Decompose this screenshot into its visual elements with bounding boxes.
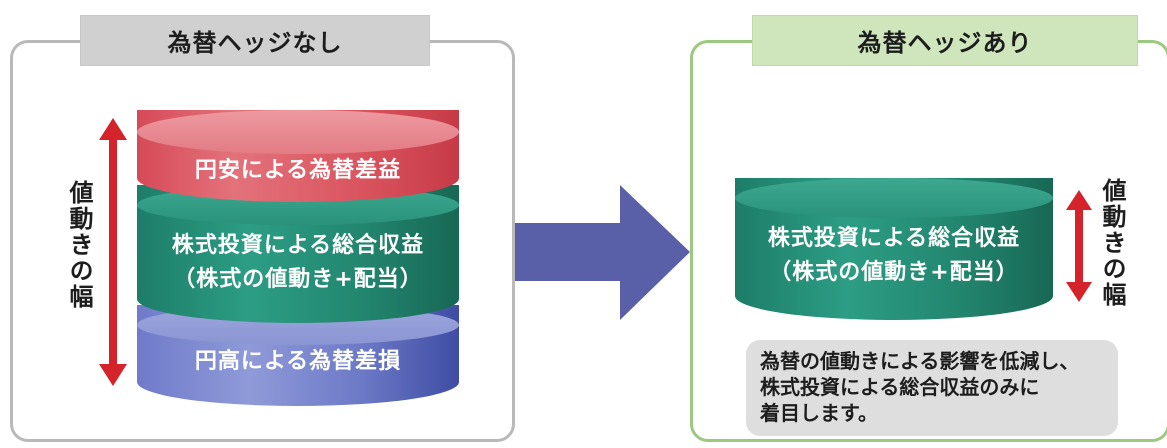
fx-gain-label: 円安による為替差益 — [194, 158, 402, 183]
range-arrow-left — [99, 118, 127, 386]
note-line: 株式投資による総合収益のみに — [760, 375, 1040, 399]
total-return-layer: 株式投資による総合収益 （株式の値動き+配当） — [137, 185, 459, 323]
no-hedge-title: 為替ヘッジなし — [80, 15, 430, 66]
range-label-right: 値動きの幅 — [1098, 178, 1126, 308]
total-return-label: 株式投資による総合収益 — [171, 233, 425, 258]
total-return-sublabel: （株式の値動き+配当） — [173, 267, 423, 292]
range-label-left: 値動きの幅 — [65, 180, 93, 310]
fx-loss-label: 円高による為替差損 — [194, 349, 402, 374]
hedged-total-return-layer: 株式投資による総合収益 （株式の値動き+配当） — [735, 178, 1053, 320]
note-line: 着目します。 — [760, 401, 878, 425]
hedged-total-return-label: 株式投資による総合収益 — [767, 226, 1021, 251]
hedge-note: 為替の値動きによる影響を低減し、 株式投資による総合収益のみに 着目します。 — [746, 340, 1118, 436]
range-arrow-right — [1066, 190, 1092, 302]
transition-arrow-icon — [515, 185, 690, 320]
fx-gain-layer: 円安による為替差益 — [137, 110, 459, 202]
hedge-title: 為替ヘッジあり — [752, 15, 1138, 66]
note-line: 為替の値動きによる影響を低減し、 — [760, 349, 1080, 373]
hedged-total-return-sublabel: （株式の値動き+配当） — [769, 260, 1019, 285]
